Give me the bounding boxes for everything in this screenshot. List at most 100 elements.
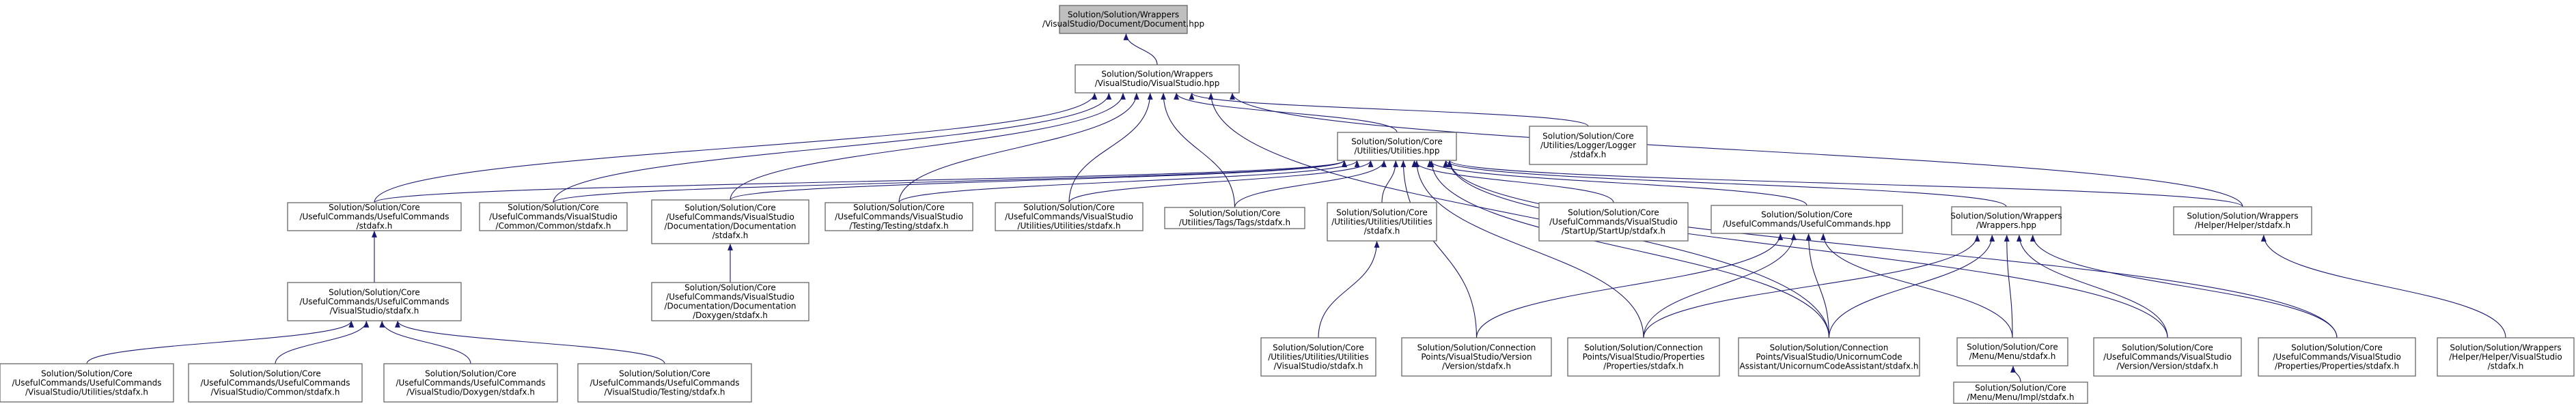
graph-node-box [651,282,809,321]
graph-node-label-line: /UsefulCommands/UsefulCommands [396,378,545,388]
graph-node-box [1075,64,1240,93]
include-edge [395,320,665,364]
graph-node-box [825,202,973,231]
include-edge [553,92,1112,203]
graph-node-solution-solution-connectionpoints-visualstudio-version-version-stdafx-h[interactable]: Solution/Solution/ConnectionPoints/Visua… [1401,337,1552,377]
include-edge [1068,160,1374,203]
include-edge [1411,160,1614,203]
include-edge [2004,234,2013,338]
graph-node-label-line: /UsefulCommands/UsefulCommands [590,378,739,388]
graph-node-label-line: Solution/Solution/Core [619,369,710,378]
graph-node-label-line: Solution/Solution/Connection [1770,343,1889,352]
graph-node-solution-solution-wrappers-visualstudio-document-document-hpp[interactable]: Solution/Solution/Wrappers/VisualStudio/… [1042,5,1204,34]
graph-node-solution-solution-core-usefulcommands-visualstudio-utilities-utilities-stdafx-h[interactable]: Solution/Solution/Core/UsefulCommands/Vi… [995,202,1144,231]
graph-node-box [1164,207,1305,229]
include-edge [1161,92,1236,208]
graph-node-solution-solution-wrappers-wrappers-hpp[interactable]: Solution/Solution/Wrappers/Wrappers.hpp [1950,206,2062,235]
graph-node-solution-solution-core-usefulcommands-visualstudio-properties-properties-stdafx-h[interactable]: Solution/Solution/Core/UsefulCommands/Vi… [2258,337,2416,377]
graph-node-solution-solution-core-utilities-logger-logger-stdafx-h[interactable]: Solution/Solution/Core/Utilities/Logger/… [1529,126,1648,165]
graph-node-label-line: Solution/Solution/Core [1761,210,1853,220]
graph-node-label-line: /Utilities/Utilities.hpp [1354,146,1439,156]
graph-node-label-line: /UsefulCommands/VisualStudio [666,212,794,222]
graph-node-solution-solution-core-utilities-utilities-hpp[interactable]: Solution/Solution/Core/Utilities/Utiliti… [1337,132,1457,161]
graph-node-label-line: Solution/Solution/Wrappers [1101,70,1213,79]
include-edge [1427,160,1808,206]
graph-node-solution-solution-core-usefulcommands-usefulcommands-visualstudio-utilities-stdafx-h[interactable]: Solution/Solution/Core/UsefulCommands/Us… [0,363,174,403]
graph-node-box [188,363,363,403]
graph-node-label-line: Solution/Solution/Core [41,369,133,378]
include-edge [1820,233,2013,338]
graph-node-label-line: /stdafx.h [1364,226,1400,235]
graph-node-label-line: /Utilities/Utilities/Utilities [1331,217,1432,227]
graph-node-solution-solution-connectionpoints-visualstudio-unicornumcodeassistant-unicornumcodeassistant-stdafx-h[interactable]: Solution/Solution/ConnectionPoints/Visua… [1738,337,1920,377]
graph-node-box [1337,132,1457,161]
graph-node-label-line: Solution/Solution/Core [1189,209,1281,218]
graph-node-solution-solution-core-usefulcommands-visualstudio-documentation-documentation-stdafx-h[interactable]: Solution/Solution/Core/UsefulCommands/Vi… [651,199,809,244]
graph-node-label-line: /Version/stdafx.h [1442,361,1511,371]
graph-node-solution-solution-core-utilities-tags-tags-stdafx-h[interactable]: Solution/Solution/Core/Utilities/Tags/Ta… [1164,207,1305,229]
graph-node-label-line: Solution/Solution/Core [684,283,776,293]
graph-node-solution-solution-core-utilities-utilities-utilities-visualstudio-stdafx-h[interactable]: Solution/Solution/Core/Utilities/Utiliti… [1260,337,1376,377]
graph-node-label-line: /UsefulCommands/VisualStudio [666,292,794,302]
graph-node-solution-solution-core-menu-menu-stdafx-h[interactable]: Solution/Solution/Core/Menu/Menu/stdafx.… [1956,337,2068,366]
graph-node-label-line: /UsefulCommands/UsefulCommands.hpp [1723,219,1891,229]
graph-node-solution-solution-core-usefulcommands-visualstudio-common-common-stdafx-h[interactable]: Solution/Solution/Core/UsefulCommands/Vi… [479,202,628,231]
include-edge [1208,92,1830,338]
include-edge [2030,234,2338,338]
graph-node-solution-solution-wrappers-helper-helper-visualstudio-stdafx-h[interactable]: Solution/Solution/Wrappers/Helper/Helper… [2437,337,2575,377]
graph-node-label-line: /VisualStudio/stdafx.h [1274,361,1363,371]
include-edge [1318,240,1380,338]
include-edge [1174,92,1398,133]
graph-nodes: Solution/Solution/Wrappers/VisualStudio/… [0,5,2575,404]
graph-node-box [0,363,174,403]
graph-node-solution-solution-core-usefulcommands-usefulcommands-stdafx-h[interactable]: Solution/Solution/Core/UsefulCommands/Us… [287,202,462,231]
graph-node-label-line: Solution/Solution/Core [684,203,776,213]
graph-node-solution-solution-core-usefulcommands-usefulcommands-visualstudio-doxygen-stdafx-h[interactable]: Solution/Solution/Core/UsefulCommands/Us… [383,363,558,403]
graph-node-box [2437,337,2575,377]
include-edge [86,320,355,364]
graph-node-solution-solution-core-usefulcommands-usefulcommands-visualstudio-stdafx-h[interactable]: Solution/Solution/Core/UsefulCommands/Us… [287,282,462,321]
graph-node-solution-solution-core-usefulcommands-visualstudio-version-version-stdafx-h[interactable]: Solution/Solution/Core/UsefulCommands/Vi… [2093,337,2242,377]
graph-node-label-line: Solution/Solution/Wrappers [2450,343,2561,352]
graph-node-solution-solution-core-usefulcommands-visualstudio-testing-testing-stdafx-h[interactable]: Solution/Solution/Core/UsefulCommands/Vi… [825,202,973,231]
graph-node-label-line: /Testing/Testing/stdafx.h [849,221,948,231]
graph-node-solution-solution-core-menu-menu-impl-stdafx-h[interactable]: Solution/Solution/Core/Menu/Menu/Impl/st… [1953,381,2088,404]
graph-node-solution-solution-core-usefulcommands-usefulcommands-visualstudio-testing-stdafx-h[interactable]: Solution/Solution/Core/UsefulCommands/Us… [577,363,752,403]
graph-node-label-line: Solution/Solution/Core [853,203,945,212]
include-edge [1428,160,1830,338]
include-edge [1805,233,1830,338]
include-edge [1400,160,1478,338]
graph-node-solution-solution-core-usefulcommands-visualstudio-startup-startup-stdafx-h[interactable]: Solution/Solution/Core/UsefulCommands/Vi… [1538,202,1689,242]
graph-node-box [1059,5,1188,34]
graph-node-box [2258,337,2416,377]
graph-node-label-line: Solution/Solution/Wrappers [1950,212,2062,221]
include-edge [1234,160,1387,208]
graph-node-label-line: /Utilities/Logger/Logger [1540,141,1636,150]
graph-node-label-line: /Helper/Helper/stdafx.h [2195,220,2290,230]
graph-node-solution-solution-connectionpoints-visualstudio-properties-properties-stdafx-h[interactable]: Solution/Solution/ConnectionPoints/Visua… [1567,337,1720,377]
graph-node-solution-solution-wrappers-helper-helper-stdafx-h[interactable]: Solution/Solution/Wrappers/Helper/Helper… [2173,206,2312,235]
graph-node-solution-solution-core-utilities-utilities-utilities-stdafx-h[interactable]: Solution/Solution/Core/Utilities/Utiliti… [1327,202,1437,242]
include-edge [1447,160,2338,338]
include-edge [374,160,1347,203]
graph-node-solution-solution-core-usefulcommands-visualstudio-documentation-documentation-doxygen-stdafx-h[interactable]: Solution/Solution/Core/UsefulCommands/Vi… [651,282,809,321]
graph-node-label-line: Solution/Solution/Wrappers [2187,212,2298,221]
graph-node-label-line: /UsefulCommands/UsefulCommands [299,297,449,306]
graph-node-solution-solution-wrappers-visualstudio-visualstudio-hpp[interactable]: Solution/Solution/Wrappers/VisualStudio/… [1075,64,1240,93]
graph-node-box [1953,381,2088,404]
graph-node-label-line: Solution/Solution/Connection [1417,343,1536,352]
graph-node-box [1567,337,1720,377]
graph-node-solution-solution-core-usefulcommands-usefulcommands-hpp[interactable]: Solution/Solution/Core/UsefulCommands/Us… [1711,205,1903,234]
graph-node-label-line: /VisualStudio/VisualStudio.hpp [1095,78,1220,88]
graph-node-label-line: Solution/Solution/Core [329,287,420,297]
graph-node-label-line: Solution/Solution/Core [1351,137,1443,147]
include-edge [275,320,370,364]
graph-node-label-line: /Version/Version/stdafx.h [2116,361,2218,371]
include-edge [898,160,1360,203]
graph-node-label-line: /UsefulCommands/VisualStudio [2103,352,2232,362]
include-edge [730,92,1126,201]
graph-node-label-line: Solution/Solution/Core [1336,207,1428,217]
graph-node-label-line: /UsefulCommands/VisualStudio [1005,212,1133,221]
graph-node-solution-solution-core-usefulcommands-usefulcommands-visualstudio-common-stdafx-h[interactable]: Solution/Solution/Core/UsefulCommands/Us… [188,363,363,403]
graph-node-label-line: /Utilities/Utilities/Utilities [1268,352,1369,362]
